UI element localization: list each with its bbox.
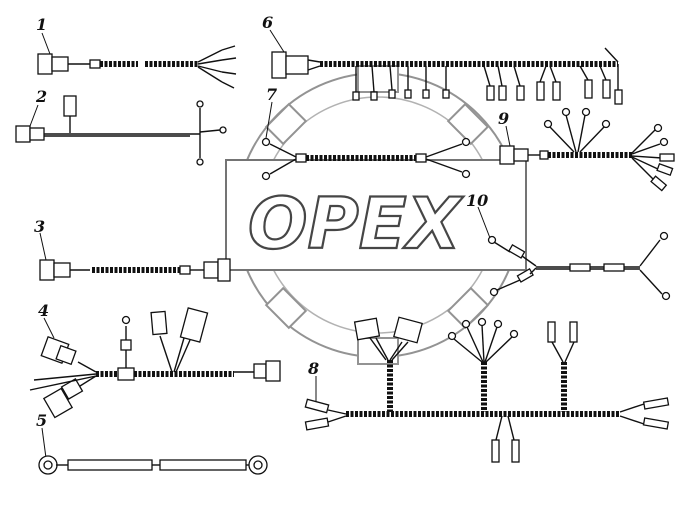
harness-6-drops — [355, 65, 607, 93]
label-2: 2 — [35, 87, 47, 106]
watermark-logo: OPEX — [225, 65, 527, 365]
harness-5 — [38, 427, 268, 475]
harness-6 — [269, 29, 623, 105]
label-4: 4 — [38, 301, 49, 320]
label-9: 9 — [498, 109, 509, 128]
label-7: 7 — [266, 85, 277, 104]
label-1: 1 — [36, 15, 47, 34]
harness-3 — [39, 232, 231, 282]
label-10: 10 — [466, 191, 488, 210]
label-3: 3 — [34, 217, 45, 236]
callout-labels: 1 2 3 4 5 6 7 8 9 10 — [34, 13, 509, 430]
harness-7 — [261, 101, 471, 181]
harness-1 — [37, 32, 237, 89]
harness-8 — [304, 316, 670, 463]
label-6: 6 — [262, 13, 273, 32]
label-5: 5 — [36, 411, 47, 430]
watermark-text: OPEX — [248, 183, 464, 265]
harness-2 — [15, 95, 227, 166]
label-8: 8 — [307, 359, 319, 378]
harness-10 — [477, 206, 671, 301]
harness-4 — [29, 307, 281, 419]
harness-9 — [499, 107, 675, 192]
